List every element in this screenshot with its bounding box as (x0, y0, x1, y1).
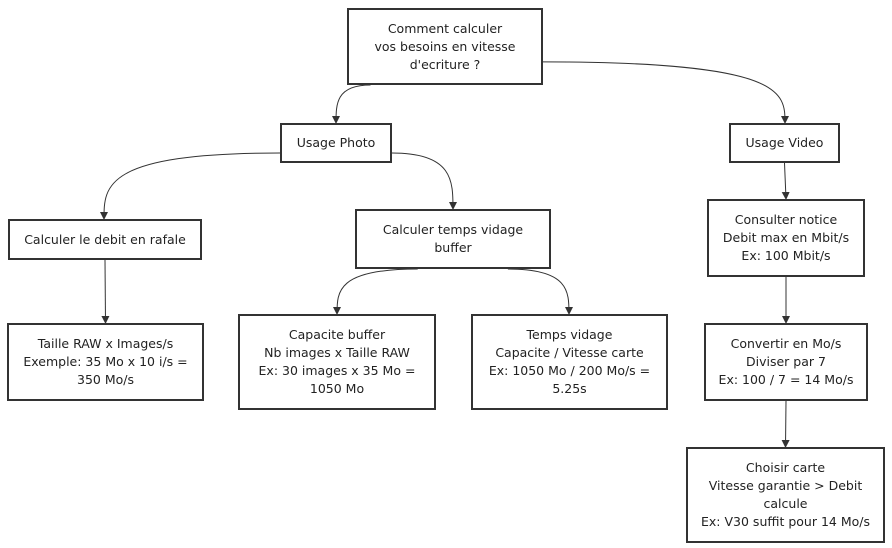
node-choisir-line-4: Ex: V30 suffit pour 14 Mo/s (701, 514, 870, 529)
node-capacite-line-2: Nb images x Taille RAW (264, 345, 410, 360)
node-convertir-line-3: Ex: 100 / 7 = 14 Mo/s (718, 372, 854, 387)
node-temps-line-4: 5.25s (552, 381, 587, 396)
node-root-line-2: vos besoins en vitesse (374, 38, 516, 54)
node-choisir-carte: Choisir carte Vitesse garantie > Debit c… (686, 447, 885, 543)
edge-vidage-to-capacite (333, 268, 418, 315)
node-temps-line-2: Capacite / Vitesse carte (495, 345, 644, 360)
node-temps-line-1: Temps vidage (526, 327, 613, 342)
edge-root-to-photo (332, 84, 371, 124)
node-notice-line-3: Ex: 100 Mbit/s (741, 248, 831, 263)
node-usage-photo: Usage Photo (280, 123, 392, 163)
node-capacite-line-1: Capacite buffer (288, 327, 386, 342)
edge-root-to-video (542, 61, 789, 124)
node-debit-rafale: Calculer le debit en rafale (8, 219, 202, 260)
edge-photo-to-vidage (391, 152, 457, 210)
node-capacite-buffer: Capacite buffer Nb images x Taille RAW E… (238, 314, 436, 410)
node-taille-raw-line-3: 350 Mo/s (77, 372, 134, 387)
node-choisir-line-2: Vitesse garantie > Debit (708, 478, 863, 493)
node-root-question: Comment calculer vos besoins en vitesse … (347, 8, 543, 85)
node-taille-raw: Taille RAW x Images/s Exemple: 35 Mo x 1… (7, 323, 204, 401)
node-notice-line-2: Debit max en Mbit/s (722, 230, 850, 245)
node-convertir-line-1: Convertir en Mo/s (730, 336, 842, 351)
node-consulter-notice: Consulter notice Debit max en Mbit/s Ex:… (707, 199, 865, 277)
node-taille-raw-line-1: Taille RAW x Images/s (37, 336, 174, 351)
edge-vidage-to-temps (507, 268, 573, 315)
node-convertir-line-2: Diviser par 7 (746, 354, 826, 369)
node-temps-line-3: Ex: 1050 Mo / 200 Mo/s = (488, 363, 651, 378)
node-temps-vidage: Temps vidage Capacite / Vitesse carte Ex… (471, 314, 668, 410)
edge-rafale-to-taille (101, 259, 110, 324)
edge-photo-to-rafale (100, 152, 281, 220)
node-debit-rafale-label: Calculer le debit en rafale (24, 231, 186, 247)
node-capacite-line-3: Ex: 30 images x 35 Mo = (258, 363, 416, 378)
node-convertir-mos: Convertir en Mo/s Diviser par 7 Ex: 100 … (704, 323, 868, 401)
node-temps-vidage-buffer: Calculer temps vidage buffer (355, 209, 551, 269)
edge-convertir-to-choisir (781, 400, 790, 448)
node-root-line-3: d'ecriture ? (409, 56, 481, 72)
node-usage-video-label: Usage Video (745, 135, 824, 150)
node-root-line-1: Comment calculer (387, 20, 503, 36)
node-capacite-line-4: 1050 Mo (309, 381, 365, 396)
node-temps-vidage-line-1: Calculer temps vidage (382, 222, 524, 237)
edge-video-to-notice (781, 162, 790, 200)
node-temps-vidage-line-2: buffer (434, 240, 472, 255)
node-choisir-line-1: Choisir carte (745, 460, 826, 475)
node-notice-line-1: Consulter notice (734, 212, 838, 227)
node-choisir-line-3: calcule (763, 496, 808, 511)
node-taille-raw-line-2: Exemple: 35 Mo x 10 i/s = (23, 354, 188, 369)
node-usage-photo-label: Usage Photo (296, 135, 376, 150)
node-usage-video: Usage Video (729, 123, 840, 163)
